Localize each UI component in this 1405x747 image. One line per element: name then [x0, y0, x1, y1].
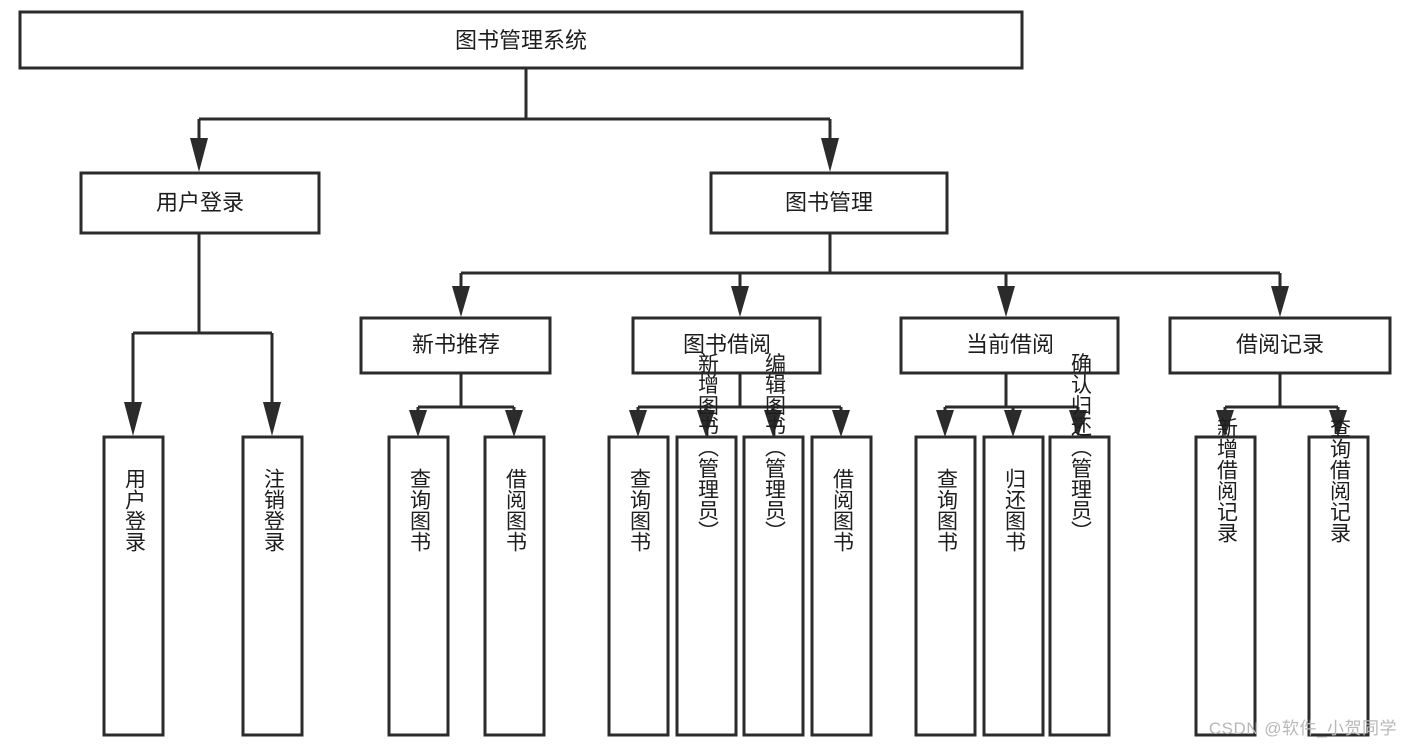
- node-new-book-recommend-box[interactable]: [359, 316, 552, 375]
- node-current-borrow-label: 当前借阅: [966, 332, 1054, 357]
- arrow-head-leaf-return-book: [1004, 410, 1022, 437]
- arrow-head-leaf-query-book-3: [936, 410, 954, 437]
- node-new-book-recommend-label: 新书推荐: [412, 332, 500, 357]
- arrow-head-book-manage: [821, 138, 839, 172]
- node-user-login-box[interactable]: [79, 171, 321, 235]
- node-leaf-confirm-return[interactable]: 确认归还（管理员）: [1048, 353, 1111, 737]
- arrow-head-leaf-borrow-book-2: [832, 410, 850, 437]
- arrow-head-leaf-user-login: [124, 402, 142, 436]
- node-borrow-record-box[interactable]: [1168, 316, 1392, 375]
- node-new-book-recommend[interactable]: 新书推荐: [359, 316, 552, 375]
- node-leaf-add-record-box[interactable]: [1194, 435, 1257, 737]
- node-leaf-query-book-1[interactable]: 查询图书: [387, 435, 450, 737]
- node-leaf-borrow-book-1-label: 借阅图书: [504, 468, 528, 552]
- node-leaf-logout-box[interactable]: [241, 435, 304, 737]
- arrow-head-leaf-query-record: [1329, 410, 1347, 437]
- node-book-borrow-box[interactable]: [631, 316, 822, 375]
- node-leaf-confirm-return-label: 确认归还（管理员）: [1069, 353, 1093, 542]
- arrow-head-borrow-record: [1271, 286, 1289, 317]
- connector-group-book-borrow: [629, 373, 850, 437]
- node-leaf-user-login-box[interactable]: [102, 435, 165, 737]
- node-leaf-edit-book-box[interactable]: [742, 435, 805, 737]
- node-leaf-borrow-book-1-box[interactable]: [483, 435, 546, 737]
- node-current-borrow-box[interactable]: [899, 316, 1120, 375]
- node-leaf-borrow-book-2[interactable]: 借阅图书: [810, 435, 873, 737]
- arrow-head-leaf-confirm-return: [1069, 410, 1087, 437]
- node-leaf-query-book-2-label: 查询图书: [628, 468, 652, 552]
- node-leaf-query-book-2-box[interactable]: [607, 435, 670, 737]
- node-leaf-return-book-label: 归还图书: [1003, 468, 1027, 552]
- node-book-manage-box[interactable]: [709, 171, 949, 235]
- node-current-borrow[interactable]: 当前借阅: [899, 316, 1120, 375]
- arrow-head-book-borrow: [731, 286, 749, 317]
- node-borrow-record[interactable]: 借阅记录: [1168, 316, 1392, 375]
- connector-group-root: [190, 69, 839, 172]
- node-user-login-label: 用户登录: [156, 190, 244, 215]
- node-leaf-query-book-3[interactable]: 查询图书: [914, 435, 977, 737]
- node-user-login[interactable]: 用户登录: [79, 171, 321, 235]
- node-leaf-add-book-box[interactable]: [675, 435, 738, 737]
- connector-group-borrow-record: [1216, 373, 1347, 437]
- node-leaf-user-login[interactable]: 用户登录: [102, 435, 165, 737]
- arrow-head-new-book-recommend: [452, 286, 470, 317]
- node-leaf-query-record-box[interactable]: [1307, 435, 1370, 737]
- node-root-box[interactable]: [18, 10, 1024, 70]
- node-leaf-confirm-return-box[interactable]: [1048, 435, 1111, 737]
- node-root-label: 图书管理系统: [455, 28, 587, 53]
- node-leaf-borrow-book-1[interactable]: 借阅图书: [483, 435, 546, 737]
- connector-group-current-borrow: [936, 373, 1087, 437]
- node-leaf-add-record[interactable]: 新增借阅记录: [1194, 417, 1257, 737]
- connector-group-book-manage: [452, 233, 1289, 317]
- connector-group-user-login: [124, 233, 281, 436]
- node-borrow-record-label: 借阅记录: [1236, 332, 1324, 357]
- node-leaf-add-record-label: 新增借阅记录: [1215, 417, 1239, 543]
- arrow-head-leaf-query-book-1: [409, 410, 427, 437]
- node-leaf-edit-book[interactable]: 编辑图书（管理员）: [742, 353, 805, 737]
- node-leaf-query-record-label: 查询借阅记录: [1328, 417, 1352, 543]
- node-leaf-query-book-3-box[interactable]: [914, 435, 977, 737]
- node-book-manage[interactable]: 图书管理: [709, 171, 949, 235]
- node-leaf-logout-label: 注销登录: [262, 468, 286, 552]
- arrow-head-leaf-logout: [263, 402, 281, 436]
- node-leaf-borrow-book-2-label: 借阅图书: [831, 468, 855, 552]
- node-leaf-query-book-3-label: 查询图书: [935, 468, 959, 552]
- arrow-head-leaf-edit-book: [764, 410, 782, 437]
- node-leaf-edit-book-label: 编辑图书（管理员）: [763, 353, 787, 542]
- node-leaf-query-book-1-label: 查询图书: [408, 468, 432, 552]
- node-leaf-return-book-box[interactable]: [982, 435, 1045, 737]
- node-leaf-add-book-label: 新增图书（管理员）: [696, 353, 720, 542]
- node-leaf-return-book[interactable]: 归还图书: [982, 435, 1045, 737]
- node-root[interactable]: 图书管理系统: [18, 10, 1024, 70]
- node-leaf-logout[interactable]: 注销登录: [241, 435, 304, 737]
- node-book-borrow-label: 图书借阅: [683, 332, 771, 357]
- node-leaf-query-book-2[interactable]: 查询图书: [607, 435, 670, 737]
- connector-group-new-book-recommend: [409, 373, 523, 437]
- node-leaf-query-book-1-box[interactable]: [387, 435, 450, 737]
- arrow-head-leaf-query-book-2: [629, 410, 647, 437]
- node-leaf-query-record[interactable]: 查询借阅记录: [1307, 417, 1370, 737]
- arrow-head-leaf-borrow-book-1: [505, 410, 523, 437]
- node-leaf-add-book[interactable]: 新增图书（管理员）: [675, 353, 738, 737]
- arrow-head-current-borrow: [997, 286, 1015, 317]
- arrow-head-user-login: [190, 138, 208, 172]
- node-leaf-user-login-label: 用户登录: [123, 468, 147, 552]
- node-leaf-borrow-book-2-box[interactable]: [810, 435, 873, 737]
- node-book-manage-label: 图书管理: [785, 190, 873, 215]
- node-book-borrow[interactable]: 图书借阅: [631, 316, 822, 375]
- arrow-head-leaf-add-book: [697, 410, 715, 437]
- arrow-head-leaf-add-record: [1216, 410, 1234, 437]
